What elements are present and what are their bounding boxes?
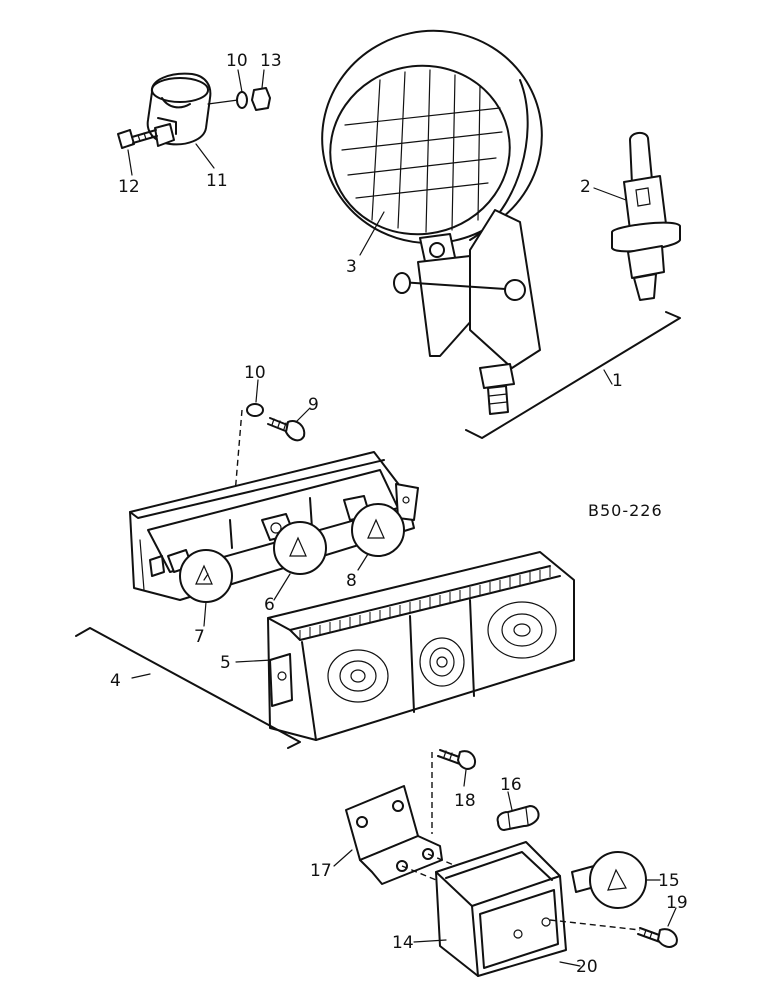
callout-18: 18 bbox=[454, 791, 476, 811]
callout-11: 11 bbox=[206, 171, 228, 191]
callout-15: 15 bbox=[658, 871, 680, 891]
callout-labels: 1 2 3 4 5 6 7 8 9 10 10 11 12 13 14 15 1… bbox=[110, 51, 688, 977]
drawing-code: B50-226 bbox=[588, 501, 663, 520]
group-bracket-1 bbox=[465, 311, 681, 439]
callout-1: 1 bbox=[612, 371, 623, 391]
bulb-6 bbox=[261, 513, 327, 575]
callout-2: 2 bbox=[580, 177, 591, 197]
mounting-bracket bbox=[345, 785, 471, 885]
callout-13: 13 bbox=[260, 51, 282, 71]
screw-18 bbox=[431, 749, 476, 834]
tail-light-lens bbox=[267, 551, 575, 741]
callout-16: 16 bbox=[500, 775, 522, 795]
work-lamp bbox=[321, 29, 543, 415]
bulb-8 bbox=[343, 495, 405, 557]
callout-3: 3 bbox=[346, 257, 357, 277]
callout-10-lower: 10 bbox=[244, 363, 266, 383]
license-lamp-housing bbox=[435, 841, 641, 977]
screw-19 bbox=[637, 927, 678, 948]
group-bracket-4 bbox=[75, 627, 301, 749]
festoon-bulb bbox=[496, 805, 540, 831]
callout-5: 5 bbox=[220, 653, 231, 673]
callout-20: 20 bbox=[576, 957, 598, 977]
callout-9: 9 bbox=[308, 395, 319, 415]
callout-14: 14 bbox=[392, 933, 414, 953]
callout-19: 19 bbox=[666, 893, 688, 913]
callout-12: 12 bbox=[118, 177, 140, 197]
leader-lines bbox=[127, 69, 677, 967]
callout-7: 7 bbox=[194, 627, 205, 647]
callout-6: 6 bbox=[264, 595, 275, 615]
bulb-15 bbox=[571, 851, 647, 909]
callout-8: 8 bbox=[346, 571, 357, 591]
halogen-bulb bbox=[611, 132, 681, 301]
clamp-assembly bbox=[117, 72, 271, 149]
callout-10-upper: 10 bbox=[226, 51, 248, 71]
callout-17: 17 bbox=[310, 861, 332, 881]
callout-4: 4 bbox=[110, 671, 121, 691]
